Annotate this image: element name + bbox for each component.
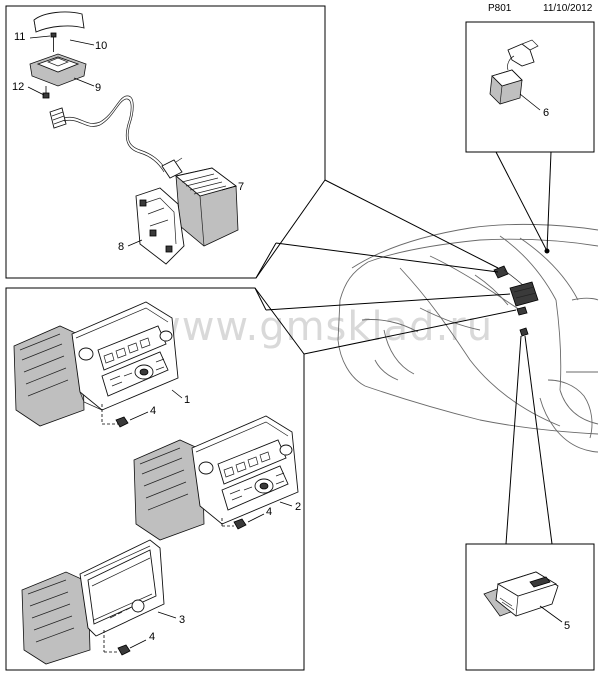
usb-frame-pointer-right [524, 335, 553, 545]
usb-frame-pointer-left [505, 335, 522, 545]
radio-location-marker [493, 265, 539, 316]
callout-3: 3 [179, 614, 185, 626]
leader-12 [27, 86, 45, 96]
leader-10 [69, 39, 95, 46]
callout-4-mid: 4 [266, 506, 272, 518]
antenna-frame-pointer-left [495, 151, 548, 252]
leader-2 [279, 501, 293, 507]
screw-11 [50, 32, 57, 52]
radio-frame-pointer-b [265, 293, 511, 311]
callout-7: 7 [238, 181, 244, 193]
callout-6: 6 [543, 107, 549, 119]
usb-socket [483, 571, 559, 617]
leader-11 [29, 35, 51, 39]
page-date: 11/10/2012 [543, 3, 593, 14]
navigation-frame-pointer-lower-b [275, 242, 499, 273]
leader-3 [157, 611, 177, 619]
callout-2: 2 [295, 501, 301, 513]
leader-7 [221, 185, 237, 191]
callout-1: 1 [184, 394, 190, 406]
antenna-frame [465, 21, 595, 153]
navigation-module [175, 167, 239, 247]
navigation-frame-pointer-upper [324, 179, 499, 269]
leader-8 [127, 239, 143, 247]
screw-4-bottom [103, 630, 147, 656]
callout-12: 12 [12, 81, 24, 93]
callout-5: 5 [564, 620, 570, 632]
radio-frame-pointer-a [254, 287, 267, 311]
radio-unit-2 [133, 415, 299, 541]
radio-frame-pointer-c [303, 309, 517, 355]
screw-4-mid [221, 513, 265, 530]
car-outline [337, 223, 599, 453]
callout-10: 10 [95, 40, 107, 52]
usb-location-marker [519, 327, 529, 337]
callout-11: 11 [14, 31, 25, 43]
radio-unit-1 [13, 301, 179, 427]
callout-9: 9 [95, 82, 101, 94]
page-code: P801 [488, 3, 512, 14]
leader-1 [171, 389, 183, 399]
nut-12 [42, 92, 50, 99]
leader-6 [519, 93, 541, 111]
module-bracket [135, 187, 185, 265]
watermark-text: www.gmsklad.ru [148, 304, 493, 350]
leader-9 [73, 77, 95, 87]
antenna-cable [49, 95, 183, 179]
antenna-amplifier [489, 39, 539, 105]
radio-unit-3 [21, 539, 165, 665]
callout-8: 8 [118, 241, 124, 253]
antenna-base [29, 53, 87, 94]
leader-5 [539, 605, 563, 623]
screw-4-top [101, 404, 149, 428]
antenna-frame-pointer-right [546, 151, 552, 252]
navigation-module-frame [5, 5, 326, 279]
navigation-frame-pointer-lower-a [255, 242, 277, 279]
callout-4-bottom: 4 [149, 631, 155, 643]
callout-4-top: 4 [150, 405, 156, 417]
radio-units-frame [5, 287, 305, 671]
usb-socket-frame [465, 543, 595, 671]
antenna-cover [33, 11, 85, 33]
